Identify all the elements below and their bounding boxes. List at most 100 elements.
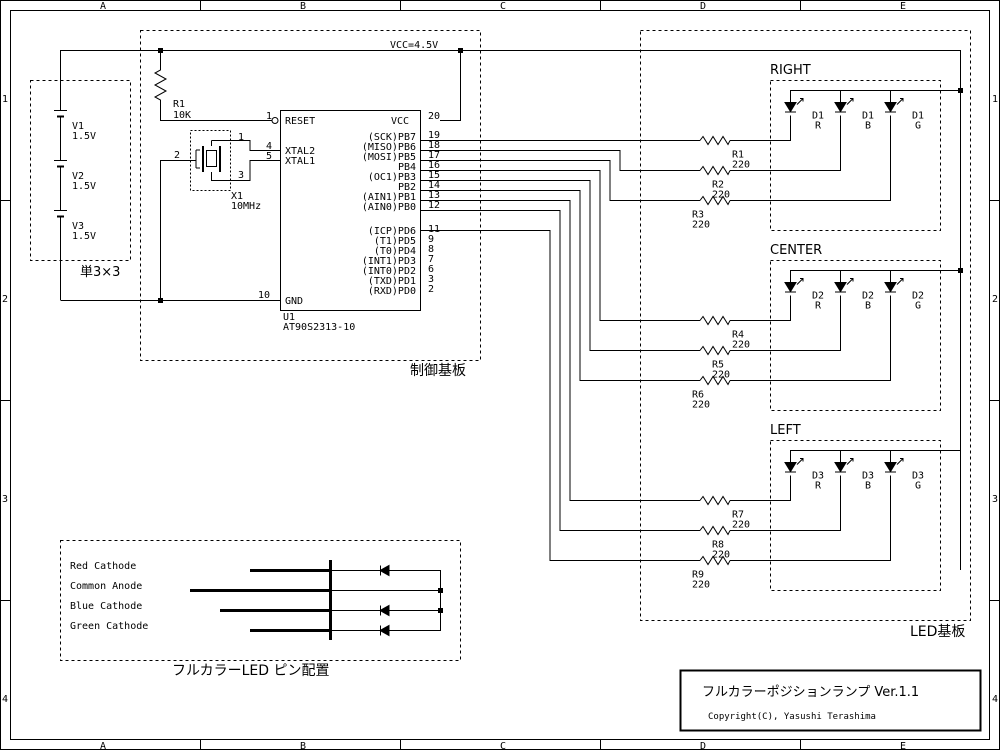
resistor-value: 220 bbox=[692, 220, 710, 231]
frame-col-label: D bbox=[700, 1, 706, 12]
power-wires bbox=[60, 50, 961, 570]
led-emission-arrow-icon bbox=[846, 458, 854, 465]
resistor-value: 220 bbox=[732, 340, 750, 351]
frame-col-label: B bbox=[300, 741, 306, 750]
junction-dot bbox=[958, 88, 963, 93]
x1-ref: X1 bbox=[231, 191, 243, 202]
led-color: B bbox=[865, 121, 871, 132]
mcu-port-b-pin-num: 15 bbox=[428, 170, 440, 181]
led-color: G bbox=[915, 481, 921, 492]
battery-box bbox=[30, 80, 131, 261]
led-diode-icon bbox=[834, 282, 847, 293]
led-signal-wire bbox=[420, 230, 700, 561]
mcu-port-d-pin-name: (RXD)PD0 bbox=[368, 286, 416, 297]
led-color: G bbox=[915, 301, 921, 312]
junction-dot bbox=[438, 608, 443, 613]
frame-col-label: C bbox=[500, 741, 506, 750]
vcc-label: VCC=4.5V bbox=[390, 40, 438, 51]
mcu-port-b-pin-name: (AIN0)PB0 bbox=[362, 202, 416, 213]
mcu-pin-vcc-num: 20 bbox=[428, 111, 440, 122]
x1-pin-2: 2 bbox=[174, 150, 180, 161]
mcu-pin-xtal1-num: 5 bbox=[266, 151, 272, 162]
mcu-port-b-pin-name: PB4 bbox=[398, 162, 416, 173]
led-signal-wire bbox=[420, 180, 700, 351]
mcu-port-d-pin-num: 2 bbox=[428, 284, 434, 295]
resistor-symbol bbox=[699, 135, 731, 146]
crystal-x1 bbox=[160, 130, 280, 300]
pinout-diagram bbox=[190, 560, 441, 640]
r1-pullup-value: 10K bbox=[173, 110, 191, 121]
mcu-port-d-pin-name: (T0)PD4 bbox=[374, 246, 416, 257]
led-cathode-wire bbox=[730, 475, 891, 561]
led-emission-arrow-icon bbox=[796, 278, 804, 285]
resistor-value: 220 bbox=[692, 580, 710, 591]
resistor-ref: R3 bbox=[692, 210, 704, 221]
led-cathode-wire bbox=[730, 475, 791, 501]
mcu-port-d-pin-name: (INT0)PD2 bbox=[362, 266, 416, 277]
mcu-pin-vcc-name: VCC bbox=[391, 116, 409, 127]
mcu-port-b-pin-num: 17 bbox=[428, 150, 440, 161]
led-cathode-wire bbox=[730, 115, 841, 171]
mcu-port-b-pin-name: (OC1)PB3 bbox=[368, 172, 416, 183]
frame-row-label: 2 bbox=[992, 294, 998, 305]
led-emission-arrow-icon bbox=[796, 458, 804, 465]
pinout-label-common-anode: Common Anode bbox=[70, 581, 142, 592]
led-group-right-title: RIGHT bbox=[770, 63, 811, 78]
mcu-pin-gnd-num: 10 bbox=[258, 290, 270, 301]
mcu-port-d-pin-num: 9 bbox=[428, 234, 434, 245]
pinout-box bbox=[60, 540, 461, 661]
mcu-port-b-pin-name: (MOSI)PB5 bbox=[362, 152, 416, 163]
led-ref: D2 bbox=[912, 291, 924, 302]
mcu-pin-reset-name: RESET bbox=[285, 116, 315, 127]
mcu-port-b-pin-num: 18 bbox=[428, 140, 440, 151]
resistor-value: 220 bbox=[732, 160, 750, 171]
mcu-port-d-pin-name: (TXD)PD1 bbox=[368, 276, 416, 287]
led-diode-icon bbox=[834, 102, 847, 113]
battery-v3-ref: V3 bbox=[72, 221, 84, 232]
led-color: R bbox=[815, 121, 822, 132]
title-block-title: フルカラーポジションランプ Ver.1.1 bbox=[702, 685, 919, 700]
led-emission-arrow-icon bbox=[846, 98, 854, 105]
led-diode-icon bbox=[834, 462, 847, 473]
resistor-symbol bbox=[699, 555, 731, 566]
led-ref: D3 bbox=[912, 471, 924, 482]
led-diode-icon bbox=[884, 282, 897, 293]
frame-row-label: 2 bbox=[2, 294, 8, 305]
resistor-ref: R9 bbox=[692, 570, 704, 581]
resistor-value: 220 bbox=[712, 190, 730, 201]
frame-col-label: B bbox=[300, 1, 306, 12]
led-emission-arrow-icon bbox=[846, 278, 854, 285]
led-cathode-wire bbox=[730, 295, 791, 321]
x1-pin-1: 1 bbox=[238, 132, 244, 143]
title-block bbox=[679, 669, 982, 732]
battery-v2-value: 1.5V bbox=[72, 181, 96, 192]
resistor-symbol bbox=[699, 495, 731, 506]
mcu-pin-xtal2-num: 4 bbox=[266, 141, 272, 152]
mcu-port-d-pin-num: 11 bbox=[428, 224, 440, 235]
resistor-symbol bbox=[699, 375, 731, 386]
mcu-port-d-pin-name: (T1)PD5 bbox=[374, 236, 416, 247]
led-group-left-box bbox=[770, 440, 941, 591]
led-signal-wire bbox=[420, 190, 700, 381]
mcu-pin-xtal2-name: XTAL2 bbox=[285, 146, 315, 157]
mcu-port-b-pin-name: PB2 bbox=[398, 182, 416, 193]
resistor-ref: R5 bbox=[712, 360, 724, 371]
led-group-center-title: CENTER bbox=[770, 243, 822, 258]
resistor-ref: R1 bbox=[732, 150, 744, 161]
battery-v1-ref: V1 bbox=[72, 121, 84, 132]
led-diode-icon bbox=[884, 462, 897, 473]
resistor-value: 220 bbox=[732, 520, 750, 531]
resistor-symbol bbox=[699, 195, 731, 206]
led-group-right-box bbox=[770, 80, 941, 231]
led-ref: D3 bbox=[812, 471, 824, 482]
mcu-port-b-pin-name: (MISO)PB6 bbox=[362, 142, 416, 153]
led-color: B bbox=[865, 301, 871, 312]
led-diode-icon bbox=[784, 462, 797, 473]
battery-v2-ref: V2 bbox=[72, 171, 84, 182]
frame-row-label: 1 bbox=[2, 94, 8, 105]
frame-col-label: D bbox=[700, 741, 706, 750]
control-board-label: 制御基板 bbox=[410, 362, 466, 379]
x1-pin-3: 3 bbox=[238, 170, 244, 181]
mcu-port-b-pin-num: 16 bbox=[428, 160, 440, 171]
